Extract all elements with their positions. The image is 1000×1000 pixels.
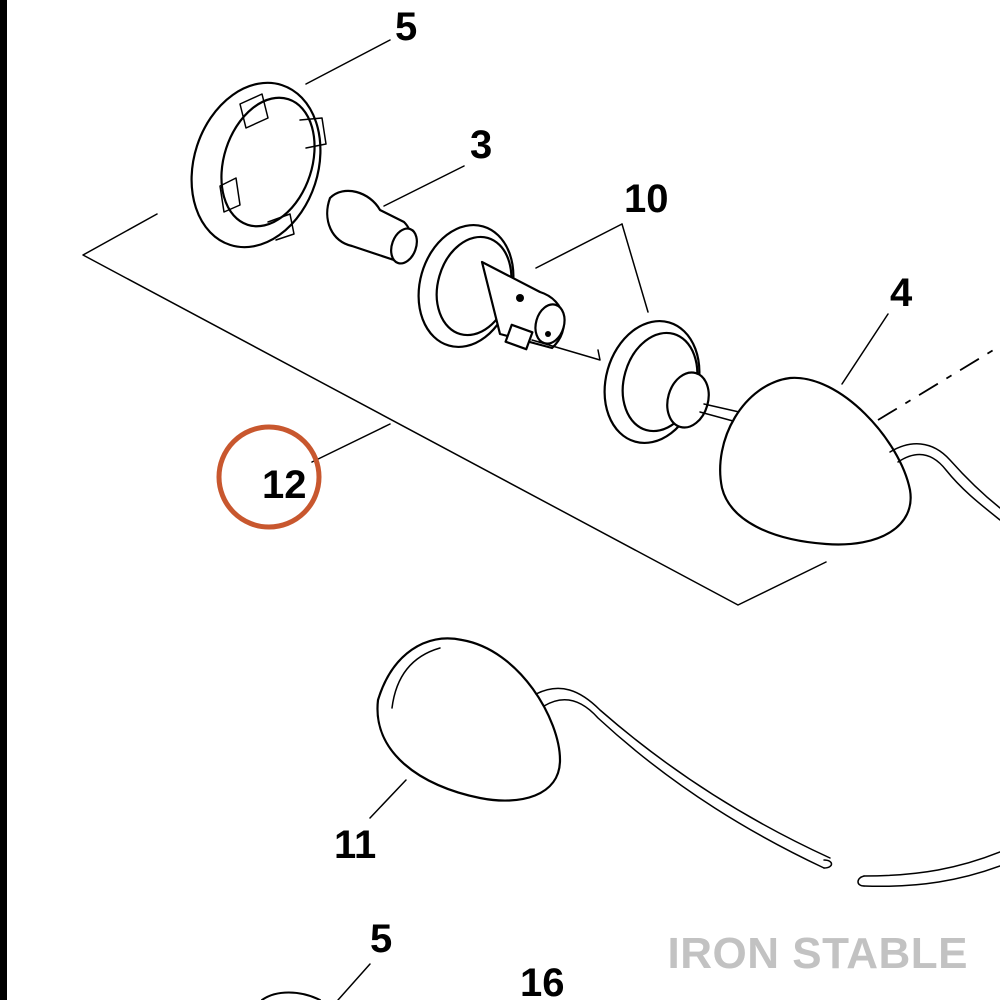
callout-5-bottom: 5 [370, 917, 392, 961]
callout-12: 12 [262, 463, 307, 507]
callout-3: 3 [470, 123, 492, 167]
callout-10: 10 [624, 177, 669, 221]
highlight-circle [216, 424, 322, 530]
page-edge-bar [0, 0, 7, 1000]
callout-5-top: 5 [395, 5, 417, 49]
bulb-part [326, 189, 418, 265]
bottom-partial-part [261, 991, 321, 1000]
grommet-part [603, 319, 749, 445]
lamp-assembly-part [376, 637, 1000, 888]
leader-lines [305, 39, 889, 1000]
callout-16: 16 [520, 961, 565, 1000]
bulb-socket-part [417, 223, 601, 361]
assembly-bracket [82, 213, 827, 606]
retaining-ring-part [190, 81, 327, 249]
callout-4: 4 [890, 271, 913, 315]
watermark-text: IRON STABLE [668, 929, 968, 978]
callout-11: 11 [334, 823, 376, 867]
lamp-housing-part [719, 345, 1000, 546]
